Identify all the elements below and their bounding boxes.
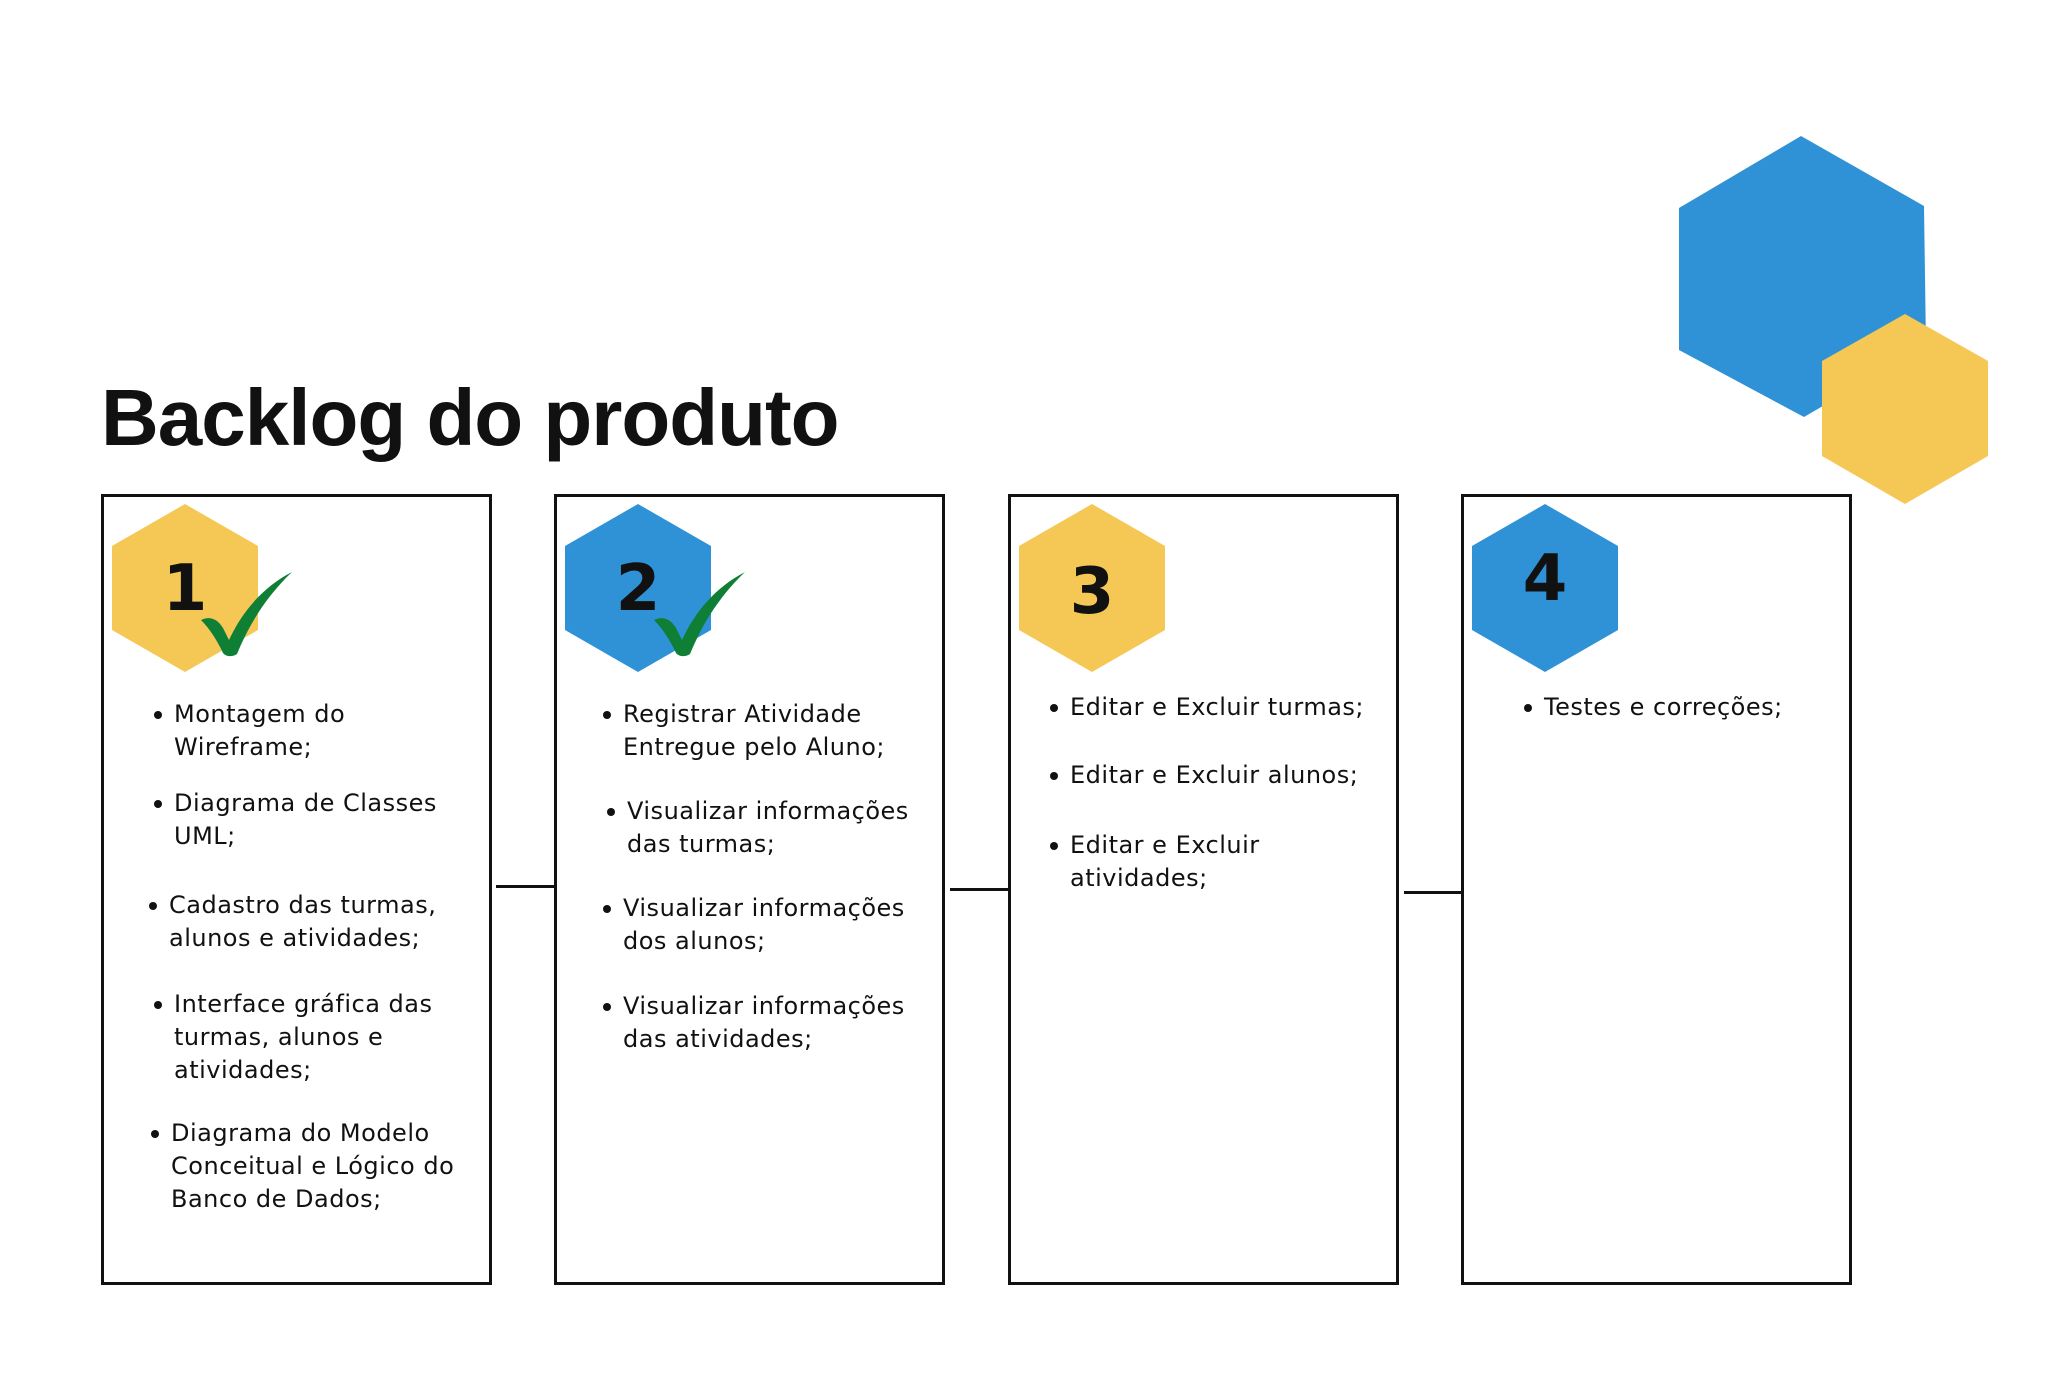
connector-line-2-3 [950,888,1008,891]
bullet [154,800,162,808]
list-item-text: Editar e Excluir turmas; [1070,693,1364,721]
list-item-text: Diagrama do Modelo Conceitual e Lógico d… [171,1119,455,1213]
bullet [603,905,611,913]
list-item-text: Montagem do Wireframe; [174,700,346,761]
list-item: Testes e correções; [1524,691,1844,724]
page-title: Backlog do produto [101,373,840,462]
sprint-card-2: 2 Registrar Atividade Entregue pelo Alun… [554,494,945,1285]
bullet [151,1130,159,1138]
list-item: Editar e Excluir alunos; [1050,759,1400,792]
bullet [1524,704,1532,712]
list-item-text: Visualizar informações das turmas; [627,797,909,858]
sprint-card-1: 1 Montagem do Wireframe; Diagrama de Cla… [101,494,492,1285]
bullet [1050,772,1058,780]
sprint-number-hexagon: 4 [1472,504,1618,672]
list-item-text: Editar e Excluir alunos; [1070,761,1359,789]
sprint-card-4: 4 Testes e correções; [1461,494,1852,1285]
bullet [603,711,611,719]
bullet [1050,842,1058,850]
list-item: Editar e Excluir turmas; [1050,691,1400,724]
bullet [603,1003,611,1011]
list-item: Registrar Atividade Entregue pelo Aluno; [603,698,923,764]
sprint-card-3: 3 Editar e Excluir turmas; Editar e Excl… [1008,494,1399,1285]
list-item-text: Interface gráfica das turmas, alunos e a… [174,990,433,1084]
list-item-text: Visualizar informações dos alunos; [623,894,905,955]
sprint-number-hexagon: 3 [1019,504,1165,672]
list-item: Visualizar informações das atividades; [603,990,933,1056]
list-item: Montagem do Wireframe; [154,698,474,764]
list-item-text: Registrar Atividade Entregue pelo Aluno; [623,700,885,761]
connector-line-3-4 [1404,891,1462,894]
checkmark-icon [654,572,745,657]
list-item-text: Cadastro das turmas, alunos e atividades… [169,891,437,952]
connector-line-1-2 [496,885,554,888]
list-item: Visualizar informações das turmas; [607,795,937,861]
list-item: Visualizar informações dos alunos; [603,892,933,958]
bullet [154,711,162,719]
bullet [1050,704,1058,712]
sprint-number: 4 [1522,542,1568,616]
list-item-text: Diagrama de Classes UML; [174,789,437,850]
list-item: Diagrama de Classes UML; [154,787,474,853]
bullet [149,902,157,910]
list-item: Interface gráfica das turmas, alunos e a… [154,988,464,1087]
list-item-text: Visualizar informações das atividades; [623,992,905,1053]
sprint-number: 2 [615,552,661,626]
bullet [154,1001,162,1009]
list-item: Diagrama do Modelo Conceitual e Lógico d… [151,1117,481,1216]
list-item: Editar e Excluir atividades; [1050,829,1310,895]
checkmark-icon [201,572,292,657]
sprint-number: 3 [1069,555,1115,629]
list-item-text: Testes e correções; [1544,693,1783,721]
sprint-number: 1 [162,552,208,626]
small-yellow-hexagon [1822,314,1988,504]
list-item: Cadastro das turmas, alunos e atividades… [149,889,474,955]
bullet [607,808,615,816]
list-item-text: Editar e Excluir atividades; [1070,831,1260,892]
